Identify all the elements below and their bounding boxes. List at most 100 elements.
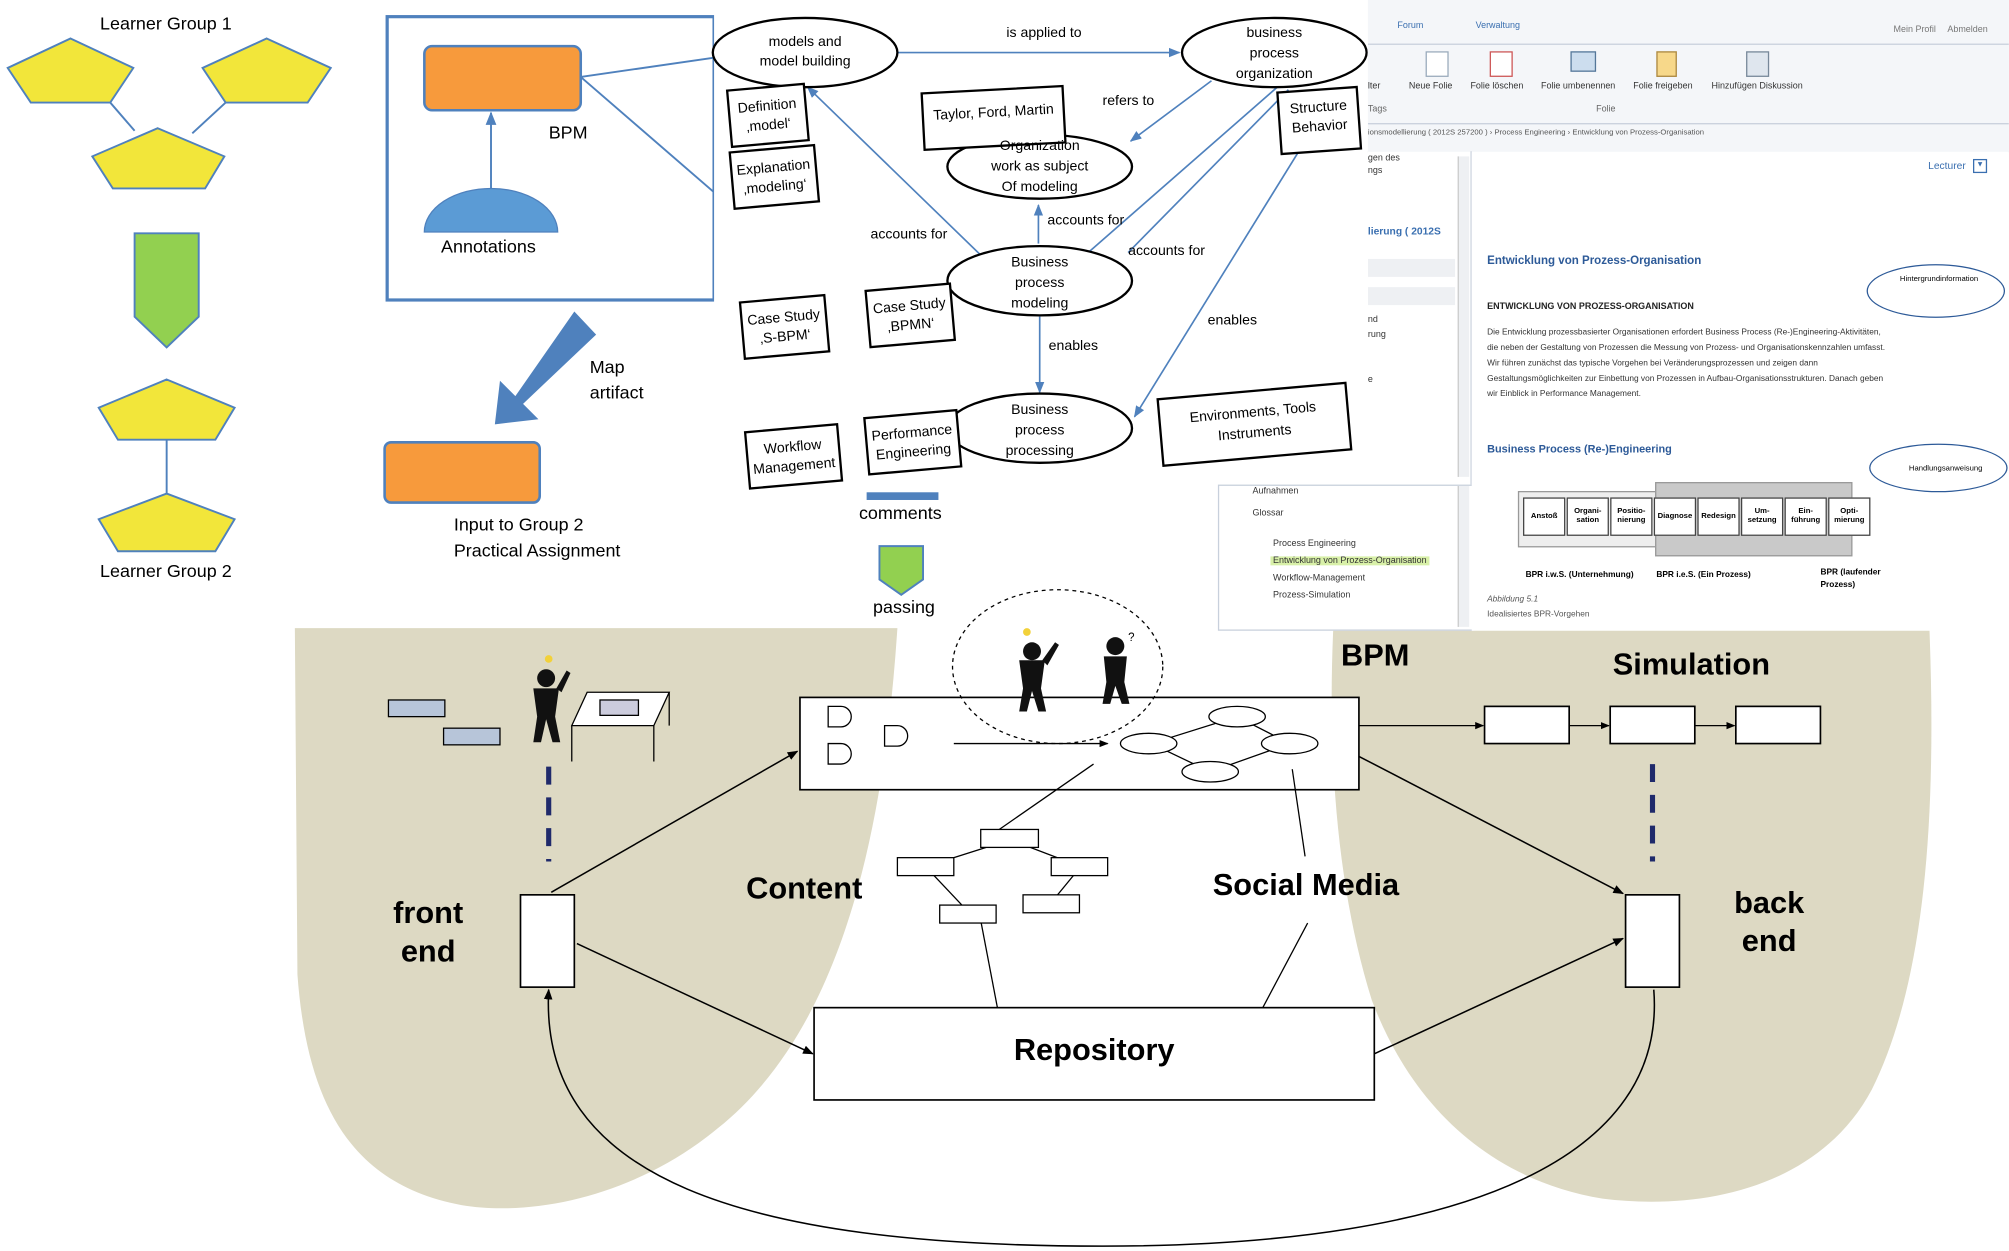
node-workflow <box>743 423 844 490</box>
chevron-down-icon[interactable]: ▼ <box>1972 158 1988 174</box>
tree-workflow[interactable]: Workflow-Management <box>1273 574 1366 584</box>
node-explanation <box>728 143 821 210</box>
node-bp-modeling <box>946 244 1134 317</box>
figure-caption: Idealisiertes BPR-Vorgehen <box>1487 610 1590 620</box>
tree-entwicklung[interactable]: Entwicklung von Prozess-Organisation <box>1270 556 1430 566</box>
tree-process-engineering[interactable]: Process Engineering <box>1273 539 1356 549</box>
share-slide-icon <box>1656 51 1677 77</box>
node-case-bpmn-text: Case Study‚BPMN‘ <box>872 295 947 336</box>
collaboration-circle <box>951 589 1164 745</box>
content-heading: Entwicklung von Prozess-Organisation <box>1487 253 1702 267</box>
figure-number: Abbildung 5.1 <box>1487 594 1539 604</box>
thinking-figure-icon <box>1019 628 1059 712</box>
toolbar-rename-slide[interactable]: Folie umbenennen <box>1540 82 1616 92</box>
desk-icon <box>570 691 671 762</box>
comments-bar <box>866 492 939 500</box>
content-paragraph: Die Entwicklung prozessbasierter Organis… <box>1487 328 1886 399</box>
node-environments <box>1156 381 1353 467</box>
front-end-box <box>519 894 576 988</box>
repository-label: Repository <box>1013 1033 1175 1068</box>
edge-accounts-for-3: accounts for <box>1128 243 1205 259</box>
tree-glossar[interactable]: Glossar <box>1252 508 1284 518</box>
process-graph <box>1119 705 1319 783</box>
group-folie: Folie <box>1596 105 1616 115</box>
bpr-heading: Business Process (Re-)Engineering <box>1487 442 1672 456</box>
input-group-2-label: Input to Group 2 <box>453 514 584 535</box>
left-scrollbar[interactable] <box>1457 156 1470 477</box>
delete-slide-icon <box>1489 51 1513 77</box>
annotations-shape <box>423 187 559 233</box>
passing-label: passing <box>873 596 935 617</box>
background-info-label[interactable]: Hintergrundinformation <box>1899 275 1979 284</box>
edge-enables-2: enables <box>1207 312 1258 329</box>
menu-forum[interactable]: Forum <box>1397 21 1424 31</box>
link-profil[interactable]: Mein Profil <box>1893 25 1936 35</box>
learner-group-2-label: Learner Group 2 <box>99 560 232 581</box>
lms-tree: Aufnahmen Glossar Process Engineering En… <box>1217 484 1475 631</box>
bpr-label-narrow: BPR i.e.S. (Ein Prozess) <box>1656 570 1751 580</box>
bpm-section-label: BPM <box>1340 638 1410 674</box>
edge-accounts-for-1: accounts for <box>870 226 948 243</box>
content-subheading: ENTWICKLUNG VON PROZESS-ORGANISATION <box>1487 302 1694 312</box>
sim-box-2 <box>1609 705 1696 745</box>
tree-scrollbar[interactable] <box>1457 485 1470 627</box>
passing-arrow <box>878 545 925 597</box>
bpm-label: BPM <box>548 121 588 143</box>
add-discussion-icon <box>1746 51 1770 77</box>
annotations-label: Annotations <box>441 235 536 257</box>
lms-ribbon: Forum Verwaltung Mein Profil Abmelden lt… <box>1367 0 2009 153</box>
questioning-figure-icon: ? <box>1102 632 1135 704</box>
toolbar-delete-slide[interactable]: Folie löschen <box>1470 82 1524 92</box>
toolbar-share-slide[interactable]: Folie freigeben <box>1633 82 1693 92</box>
background-info-bubble[interactable] <box>1866 264 2006 318</box>
back-end-box <box>1624 894 1681 988</box>
left-fragment-1: gen des <box>1367 153 1400 163</box>
bpr-step: Opti-mierung <box>1828 497 1871 536</box>
node-performance <box>863 408 963 476</box>
action-instruction-label[interactable]: Handlungsanweisung <box>1908 465 1983 474</box>
sim-box-3 <box>1734 705 1822 745</box>
input-group-2-box <box>383 441 542 504</box>
rename-slide-icon <box>1570 51 1597 72</box>
edge-accounts-for-2: accounts for <box>1047 212 1125 229</box>
lms-left-panel: gen des ngs lierung ( 2012S nd rung e <box>1367 151 1472 488</box>
bpr-step: Um-setzung <box>1740 497 1784 536</box>
sim-box-1 <box>1483 705 1571 745</box>
learner-group-2-diagram <box>97 378 237 553</box>
left-row[interactable] <box>1367 287 1456 306</box>
tree-aufnahmen[interactable]: Aufnahmen <box>1252 487 1299 497</box>
bpr-step: Ein-führung <box>1784 497 1827 536</box>
bpr-step: Organi-sation <box>1566 497 1609 536</box>
node-taylor <box>920 84 1067 152</box>
bpr-step: Anstoß <box>1523 497 1566 536</box>
left-fragment-3: nd <box>1367 315 1378 325</box>
content-label: Content <box>746 871 863 907</box>
repository-box <box>813 1006 1376 1101</box>
toolbar-add-discussion[interactable]: Hinzufügen Diskussion <box>1711 82 1803 92</box>
bpr-label-wide: BPR i.w.S. (Unternehmung) <box>1525 570 1634 580</box>
left-fragment-5: e <box>1367 375 1373 385</box>
link-abmelden[interactable]: Abmelden <box>1947 25 1988 35</box>
action-instruction-bubble[interactable] <box>1869 443 2008 493</box>
toolbar-filter[interactable]: lter <box>1367 82 1381 92</box>
front-end-figure-icon <box>533 655 571 743</box>
front-end-area <box>294 628 898 1209</box>
node-case-spm-text: Case Study‚S-BPM‘ <box>746 307 821 348</box>
breadcrumb: ionsmodellierung ( 2012S 257200 ) › Proc… <box>1367 129 1705 138</box>
left-row[interactable] <box>1367 258 1456 277</box>
new-slide-icon <box>1425 51 1449 77</box>
bpr-label-running: BPR (laufender Prozess) <box>1820 567 1881 590</box>
toolbar-new-slide[interactable]: Neue Folie <box>1408 82 1453 92</box>
bpm-box <box>423 44 583 112</box>
tree-simulation[interactable]: Prozess-Simulation <box>1273 591 1351 600</box>
role-select[interactable]: Lecturer <box>1928 160 1966 172</box>
menu-verwaltung[interactable]: Verwaltung <box>1475 21 1520 31</box>
